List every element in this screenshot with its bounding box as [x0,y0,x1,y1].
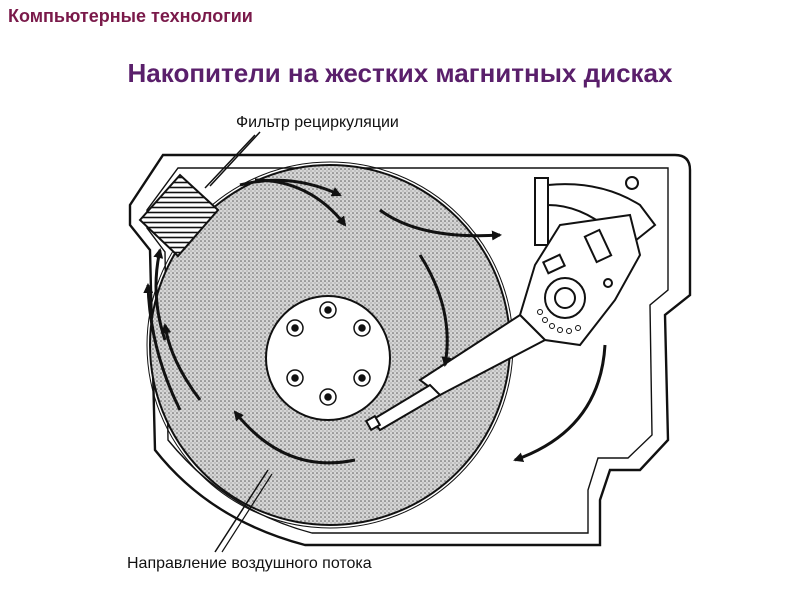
arm-bearing-dots [537,309,581,334]
airflow-label: Направление воздушного потока [127,555,372,572]
filter-leader-line [204,134,256,189]
header-label: Компьютерные технологии [8,6,253,26]
airflow-arrow-left-3 [161,323,202,401]
airflow-leader-line [214,469,269,553]
filter-label: Фильтр рециркуляции [236,114,399,131]
airflow-arrow-left-2 [143,283,182,411]
recirculation-filter [138,173,220,258]
page-title: Накопители на жестких магнитных дисках [127,58,673,88]
airflow-arrows [143,178,607,465]
airflow-arrow-lower-right [513,344,607,463]
hub-screws [286,301,371,406]
airflow-arrow-top-2 [254,178,347,227]
airflow-arrow-bottom [233,410,356,465]
drive-casing [128,153,692,547]
airflow-arrow-top-1 [239,178,342,197]
airflow-arrow-right [418,254,452,367]
airflow-arrow-top-3 [379,208,502,241]
actuator-arm [364,176,657,432]
